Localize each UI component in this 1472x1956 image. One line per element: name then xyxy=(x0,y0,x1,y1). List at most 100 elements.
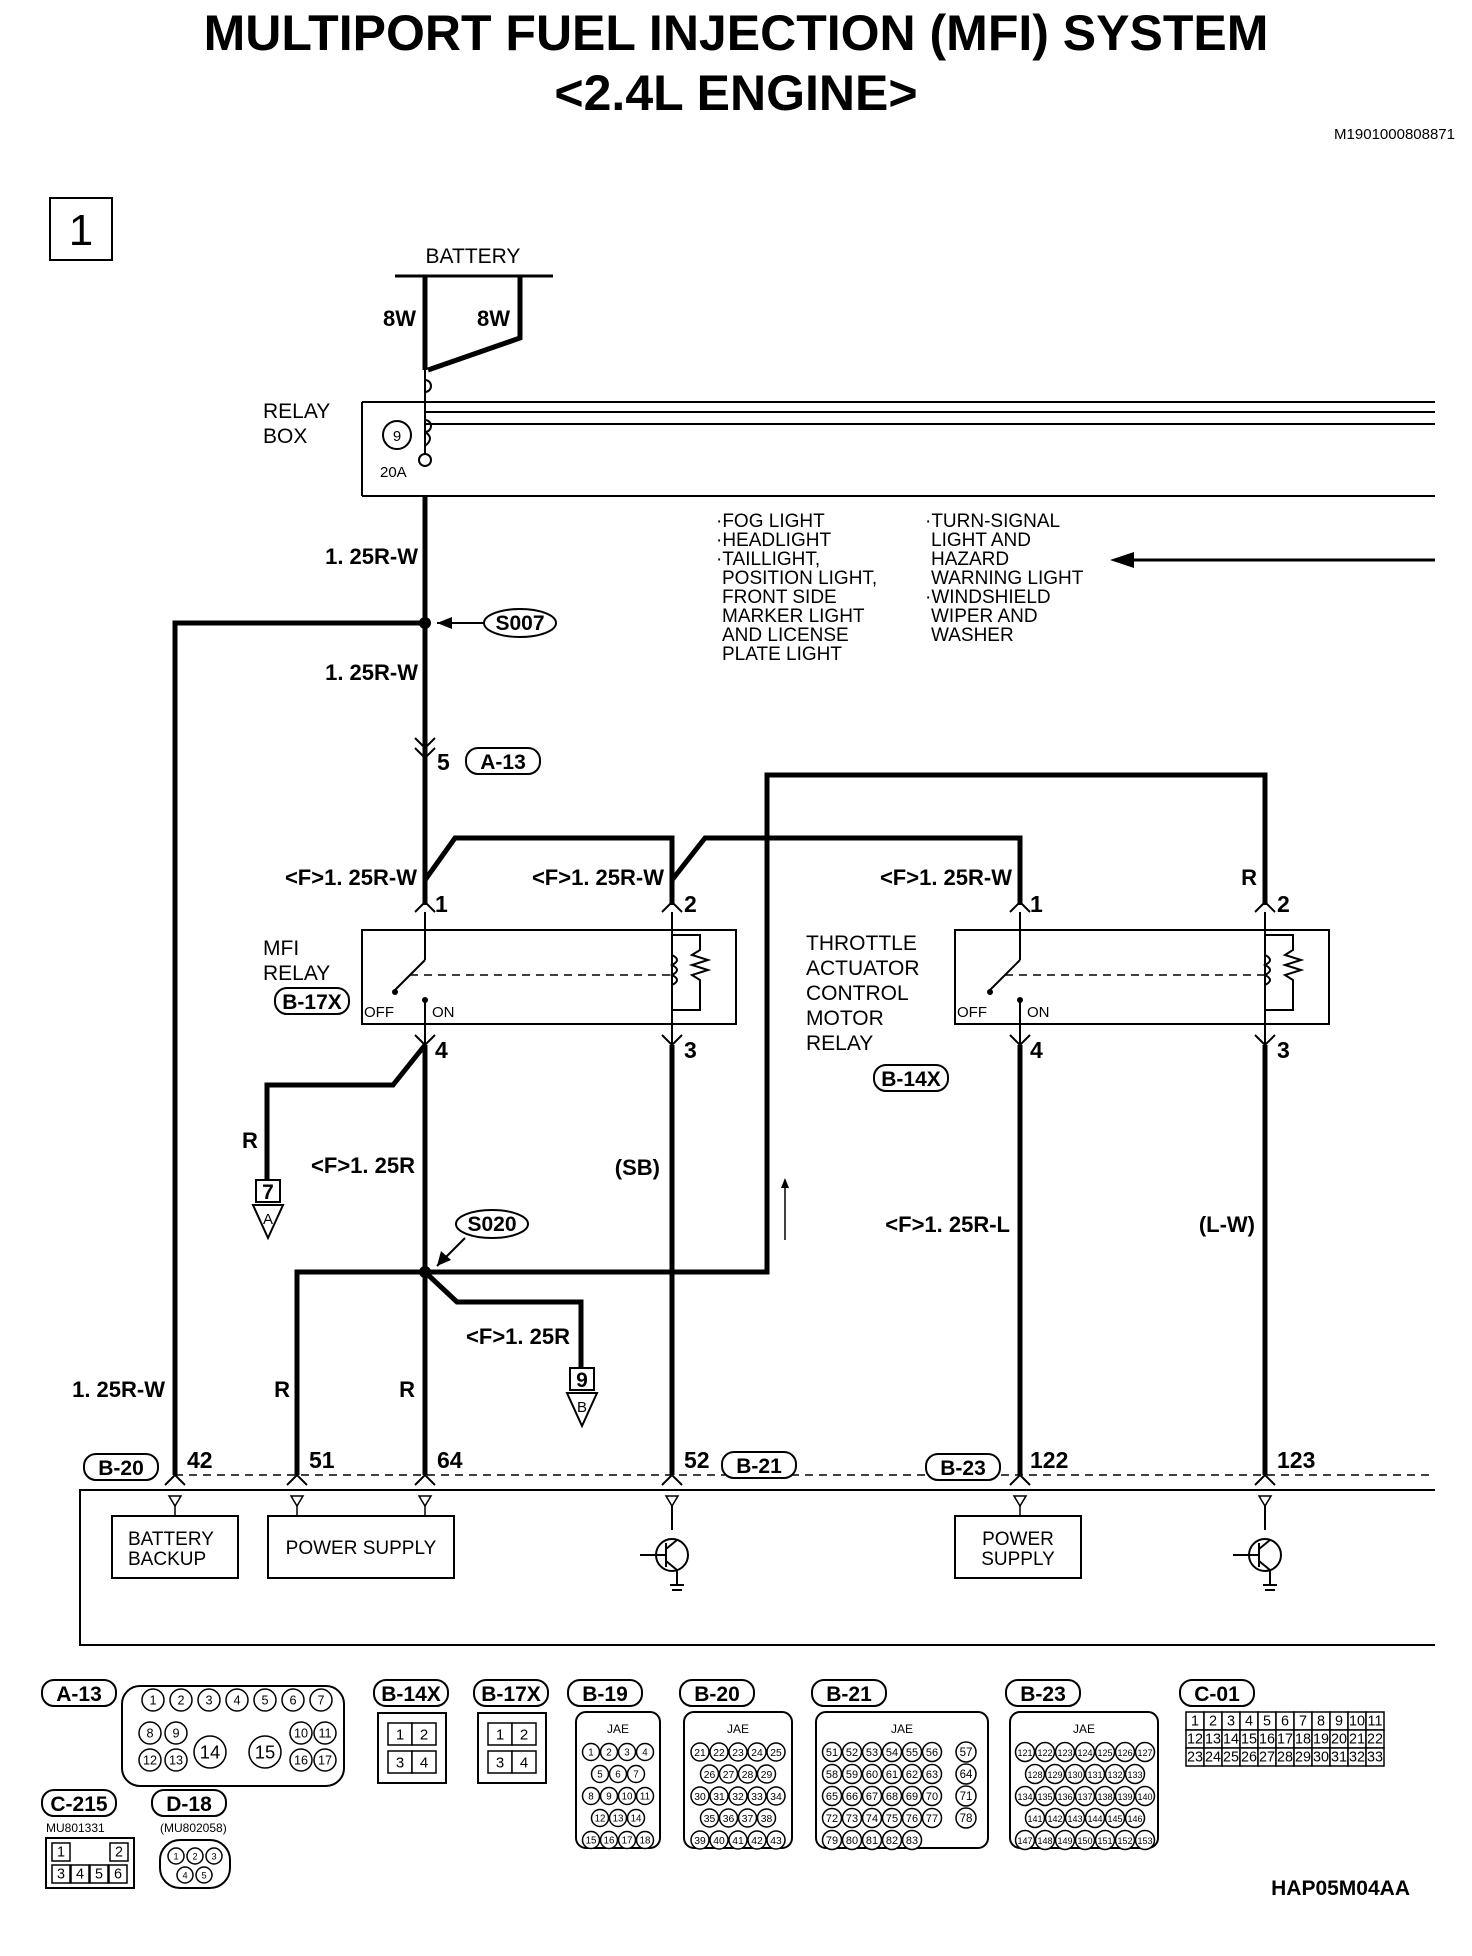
b21-pin-label: 56 xyxy=(926,1747,938,1759)
d18-pin-circle xyxy=(186,1847,204,1865)
b23-pin-circle xyxy=(1054,1741,1076,1763)
page-number: 1 xyxy=(69,206,93,255)
c01-pin-label: 33 xyxy=(1367,1750,1383,1766)
b23-pin-label: 153 xyxy=(1137,1836,1152,1846)
a13-pin-circle xyxy=(197,1688,221,1712)
b23-pin-circle xyxy=(1074,1829,1096,1851)
b21-pin-label: 62 xyxy=(906,1769,918,1781)
b21-pin-label: 66 xyxy=(846,1791,858,1803)
b23-pin-circle xyxy=(1014,1829,1036,1851)
a13-pin-label: 12 xyxy=(143,1754,157,1768)
a13-pin-circle xyxy=(225,1688,249,1712)
throttle-coil-feed-wire xyxy=(425,772,1268,1275)
b21-pin-label: 63 xyxy=(926,1769,938,1781)
b21-pin-label: 64 xyxy=(960,1769,973,1781)
a13-pin-circle xyxy=(313,1721,337,1745)
b21-pin-label: 71 xyxy=(960,1791,973,1803)
throttle-relay-connector: B-14X xyxy=(881,1068,941,1091)
b21-pin-label: 60 xyxy=(866,1769,878,1781)
note-right-5: ·WINDSHIELD xyxy=(925,587,1051,608)
fuse-element xyxy=(424,379,432,447)
power-supply-box-1 xyxy=(267,1515,455,1579)
transistor-icon xyxy=(1233,1506,1282,1591)
b20-pin-label: 34 xyxy=(770,1792,782,1803)
b21-pin-circle xyxy=(841,1741,863,1763)
b20-pin-label: 30 xyxy=(694,1792,706,1803)
b14x-face-label: B-14X xyxy=(381,1683,441,1706)
b19-pin-circle xyxy=(635,1830,655,1850)
page-number-box xyxy=(49,197,113,261)
b21-pin-circle xyxy=(921,1763,943,1785)
b21-pin-circle xyxy=(955,1807,977,1829)
b19-pin-label: 3 xyxy=(624,1748,629,1759)
b20-pin-circle xyxy=(699,1808,720,1828)
b19-pin-circle xyxy=(590,1764,610,1784)
battery-backup-box xyxy=(111,1515,239,1579)
c01-pin-label: 25 xyxy=(1223,1750,1239,1766)
document-id: M1901000808871 xyxy=(1334,126,1455,143)
battery-backup-wire xyxy=(172,620,425,1475)
b23-pin-label: 137 xyxy=(1077,1792,1092,1802)
mfi-pin2-terminal xyxy=(661,900,683,913)
b17x-face-label: B-17X xyxy=(481,1683,541,1706)
b21-pin-label: 81 xyxy=(866,1835,878,1847)
b23-pin-label: 139 xyxy=(1117,1792,1132,1802)
c01-pin-cell xyxy=(1365,1747,1385,1767)
b21-pin-circle xyxy=(881,1785,903,1807)
a13-pin-circle xyxy=(138,1721,162,1745)
b23-pin-label: 150 xyxy=(1077,1836,1092,1846)
b21-pin-label: 69 xyxy=(906,1791,918,1803)
b20-pin-circle xyxy=(766,1742,786,1762)
b21-pin-circle xyxy=(841,1763,863,1785)
off-page-a-arrow xyxy=(251,1204,285,1241)
throttle-pin1-terminal xyxy=(1009,900,1031,913)
wire-label-13: 1. 25R-W xyxy=(72,1377,165,1402)
b20-pin-label: 28 xyxy=(742,1770,754,1781)
mfi-pin1: 1 xyxy=(435,891,448,917)
d18-pin-circle xyxy=(195,1866,213,1884)
b23-pin-circle xyxy=(1044,1807,1066,1829)
b21-pin-circle xyxy=(861,1741,883,1763)
battery-backup-label-1: BATTERY xyxy=(128,1529,214,1550)
b19-type: JAE xyxy=(607,1722,629,1736)
b21-pin-circle xyxy=(901,1807,923,1829)
b17x-connector-face xyxy=(477,1712,547,1784)
b23-pin-label: 149 xyxy=(1057,1836,1072,1846)
b19-pin-label: 11 xyxy=(640,1792,650,1803)
b21-pin-label: 76 xyxy=(906,1813,918,1825)
note-right-3: HAZARD xyxy=(931,549,1009,570)
b19-pin-circle xyxy=(617,1830,637,1850)
b19-pin-circle xyxy=(608,1764,628,1784)
c215-pin-cell xyxy=(109,1842,129,1862)
battery-label: BATTERY xyxy=(426,245,521,268)
b20-pin-circle xyxy=(718,1764,739,1784)
b21-pin-label: 57 xyxy=(960,1747,973,1759)
b20-pin-label: 21 xyxy=(694,1748,706,1759)
c215-connector-face xyxy=(45,1837,135,1889)
b23-pin-label: 124 xyxy=(1077,1748,1092,1758)
b20-pin-label: 24 xyxy=(751,1748,763,1759)
b23-pin-circle xyxy=(1054,1829,1076,1851)
b21-pin-circle xyxy=(955,1741,977,1763)
b20-pin-label: 39 xyxy=(694,1836,706,1847)
b21-pin-circle xyxy=(955,1785,977,1807)
flow-indicator-head xyxy=(781,1178,789,1188)
b23-pin-label: 147 xyxy=(1017,1836,1032,1846)
b23-pin-circle xyxy=(1094,1829,1116,1851)
ecm-pin-123: 123 xyxy=(1277,1447,1315,1473)
b23-pin-label: 123 xyxy=(1057,1748,1072,1758)
battery-backup-label-2: BACKUP xyxy=(128,1549,206,1570)
b20-pin-label: 23 xyxy=(732,1748,744,1759)
note-left-5: FRONT SIDE xyxy=(722,587,837,608)
b20-pin-label: 22 xyxy=(713,1748,725,1759)
b20-pin-circle xyxy=(766,1786,786,1806)
b23-pin-label: 151 xyxy=(1097,1836,1112,1846)
b21-pin-label: 72 xyxy=(826,1813,838,1825)
b23-pin-circle xyxy=(1054,1785,1076,1807)
b21-pin-circle xyxy=(921,1807,943,1829)
b21-pin-label: 67 xyxy=(866,1791,878,1803)
b20-pin-circle xyxy=(728,1786,748,1806)
note-left-6: MARKER LIGHT xyxy=(722,606,865,627)
b20-pin-circle xyxy=(699,1764,720,1784)
